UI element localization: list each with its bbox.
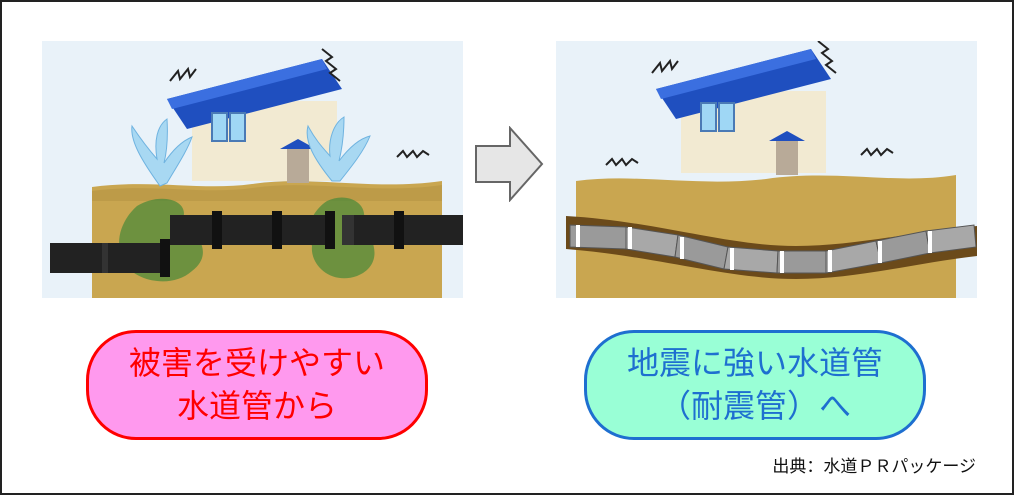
after-label: 地震に強い水道管 （耐震管）へ [584,330,926,440]
earthquake-resistant-pipe-illustration [556,41,977,298]
after-label-line1: 地震に強い水道管 [626,344,883,382]
water-leak-illustration [131,116,371,187]
right-arrow-icon [475,126,544,202]
before-label-line1: 被害を受けやすい [128,344,385,382]
source-credit: 出典：水道ＰＲパッケージ [772,457,976,477]
before-label-line2: 水道管から [176,387,337,425]
broken-pipe-illustration [42,41,463,298]
after-label-line2: （耐震管）へ [658,387,851,425]
before-label: 被害を受けやすい 水道管から [86,330,428,440]
